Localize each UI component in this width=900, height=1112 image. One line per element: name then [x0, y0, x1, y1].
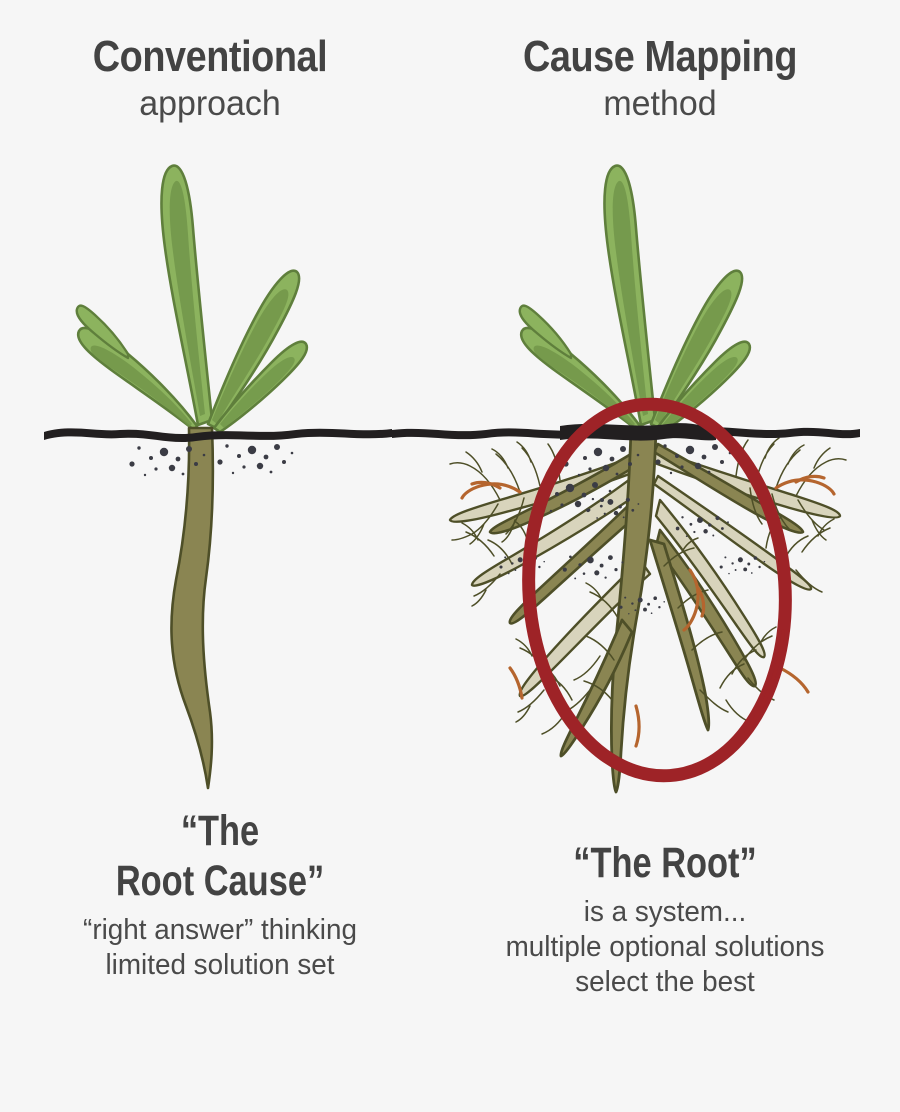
red-highlight-ellipse	[522, 397, 792, 783]
left-plant	[44, 164, 392, 790]
heading-conventional-subtitle: approach	[139, 84, 281, 123]
heading-conventional-title: Conventional	[92, 32, 328, 81]
caption-conventional-body-line-1: “right answer” thinking	[83, 914, 357, 946]
caption-conventional-title-line-2: Root Cause”	[115, 857, 325, 905]
caption-cause-mapping-title-line-1: “The Root”	[573, 839, 757, 887]
caption-conventional-body-line-2: limited solution set	[105, 949, 335, 981]
caption-cause-mapping-body-line-2: multiple optional solutions	[505, 931, 825, 963]
right-plant-leaves	[518, 164, 752, 434]
left-ground-line	[44, 428, 392, 443]
heading-conventional: Conventional approach	[0, 32, 420, 126]
right-plant	[392, 164, 860, 794]
caption-conventional-title-line-1: “The	[180, 807, 260, 855]
caption-cause-mapping: “The Root” is a system... multiple optio…	[445, 838, 885, 1000]
heading-cause-mapping-subtitle: method	[603, 84, 717, 123]
caption-conventional: “The Root Cause” “right answer” thinking…	[0, 806, 440, 983]
left-plant-taproot	[170, 426, 215, 790]
heading-cause-mapping-title: Cause Mapping	[522, 32, 798, 81]
caption-cause-mapping-body-line-1: is a system...	[583, 896, 747, 928]
heading-cause-mapping: Cause Mapping method	[450, 32, 870, 126]
left-plant-leaves	[75, 164, 309, 434]
caption-cause-mapping-body-line-3: select the best	[575, 966, 755, 998]
